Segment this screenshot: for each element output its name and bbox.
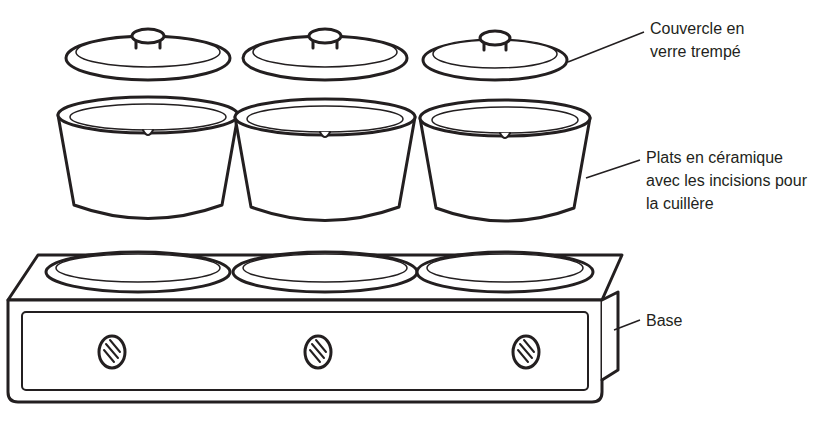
base [8, 252, 622, 402]
ceramic-dish [58, 97, 238, 219]
leader-line [568, 32, 644, 62]
ceramic-dish [420, 100, 590, 221]
leader-line [614, 320, 640, 330]
lid [243, 29, 407, 80]
lid [66, 29, 230, 80]
part-label: Plats en céramique avec les incisions po… [646, 146, 811, 215]
leader-line [586, 160, 640, 178]
part-label: Base [646, 309, 766, 332]
lid [423, 31, 567, 80]
ceramic-dish [235, 99, 415, 221]
part-label: Couvercle en verre trempé [650, 17, 770, 63]
